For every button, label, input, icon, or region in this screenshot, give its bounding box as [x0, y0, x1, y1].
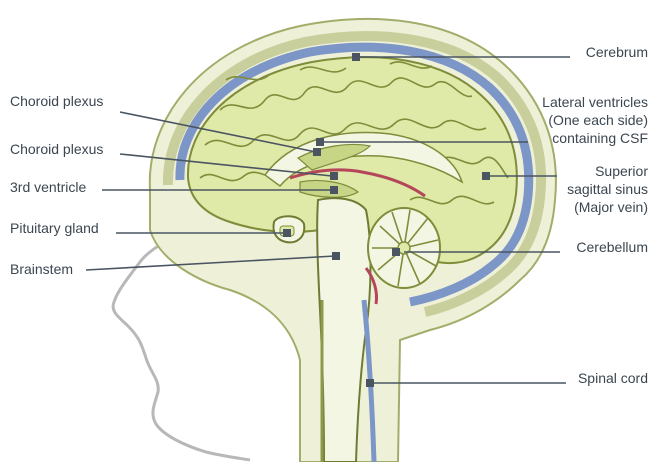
label-lateral-ventricles-line1: Lateral ventricles [542, 93, 648, 111]
label-cerebellum: Cerebellum [576, 238, 648, 256]
anchor-lateral-ventricles [316, 138, 324, 146]
label-lateral-ventricles: Lateral ventricles (One each side) conta… [542, 93, 648, 147]
anchor-choroid-plexus-2 [330, 172, 338, 180]
label-lateral-ventricles-line2: (One each side) [542, 111, 648, 129]
anchor-brainstem [332, 252, 340, 260]
label-choroid-plexus-lower: Choroid plexus [10, 140, 103, 158]
label-choroid-plexus-upper: Choroid plexus [10, 92, 103, 110]
anchor-cerebrum [352, 53, 360, 61]
label-brainstem: Brainstem [10, 260, 73, 278]
label-cerebrum: Cerebrum [586, 43, 648, 61]
label-superior-sagittal-sinus: Superior sagittal sinus (Major vein) [567, 162, 648, 216]
label-superior-sagittal-sinus-line1: Superior [567, 162, 648, 180]
anchor-spinal-cord [366, 379, 374, 387]
anchor-pituitary-gland [283, 229, 291, 237]
label-spinal-cord: Spinal cord [578, 369, 648, 387]
anchor-choroid-plexus-1 [313, 148, 321, 156]
anchor-third-ventricle [330, 186, 338, 194]
label-third-ventricle: 3rd ventricle [10, 178, 86, 196]
label-superior-sagittal-sinus-line2: sagittal sinus [567, 180, 648, 198]
label-lateral-ventricles-line3: containing CSF [542, 129, 648, 147]
anchor-superior-sagittal-sinus [482, 172, 490, 180]
anchor-cerebellum [392, 248, 400, 256]
label-pituitary-gland: Pituitary gland [10, 219, 99, 237]
label-superior-sagittal-sinus-line3: (Major vein) [567, 198, 648, 216]
cerebellum-shape [368, 208, 440, 288]
